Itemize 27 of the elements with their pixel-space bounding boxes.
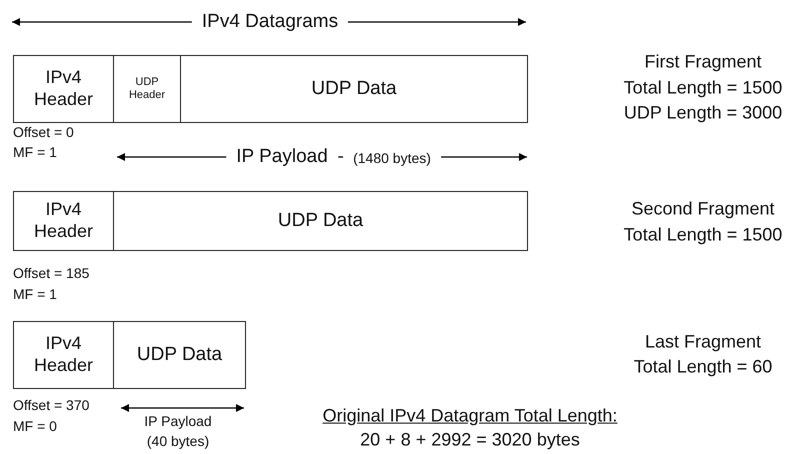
text-label: Total Length = 1500 (624, 78, 782, 98)
field-box: UDP Data (113, 321, 246, 389)
field-box: UDP Header (113, 55, 181, 123)
field-box: IPv4 Header (13, 55, 114, 123)
text-label: IP Payload (144, 412, 212, 430)
field-box: IPv4 Header (13, 321, 114, 389)
text-label: Offset = 0 (13, 124, 74, 140)
text-label: 20 + 8 + 2992 = 3020 bytes (360, 430, 580, 450)
text-label: Total Length = 1500 (624, 224, 782, 246)
text-label: Total Length = 60 (634, 356, 772, 378)
text-label: MF = 0 (13, 418, 57, 434)
text-label: (40 bytes) (146, 432, 210, 450)
text-label: Offset = 370 (13, 396, 90, 414)
text-label: Second Fragment (631, 198, 775, 220)
dimension-label: (1480 bytes) (343, 150, 441, 166)
text-label: First Fragment (644, 52, 762, 72)
field-box: UDP Data (180, 55, 528, 123)
text-label: Offset = 185 (13, 264, 90, 282)
text-label: Last Fragment (644, 332, 762, 352)
text-label: MF = 1 (13, 144, 57, 160)
text-label: Original IPv4 Datagram Total Length: (322, 406, 618, 426)
field-box: IPv4 Header (13, 191, 114, 251)
text-label: UDP Length = 3000 (624, 102, 782, 124)
dimension-label: IPv4 Datagrams (192, 11, 348, 33)
dimension-label: IP Payload (226, 146, 338, 168)
field-box: UDP Data (113, 191, 528, 251)
text-label: MF = 1 (13, 286, 57, 302)
